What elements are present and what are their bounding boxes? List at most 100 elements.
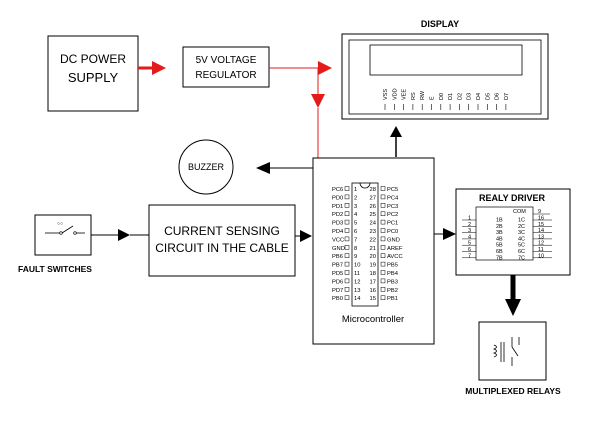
display-pin-label: RS <box>411 92 417 100</box>
dc-supply-line1: DC POWER <box>60 52 126 66</box>
mcu-left-pin-name: PC6 <box>332 187 343 193</box>
mcu-left-pin-num: 8 <box>354 246 357 252</box>
display-pin-label: RW <box>420 90 426 100</box>
mcu-right-pin-pad <box>380 228 386 233</box>
display-pin-label: D2 <box>457 93 463 100</box>
driver-left-num: 7 <box>468 253 471 259</box>
mcu-left-pin-pad <box>344 287 350 292</box>
uln-chip <box>475 206 534 261</box>
relays-block: MULTIPLEXED RELAYS <box>465 321 561 396</box>
driver-right-num: 11 <box>538 247 544 253</box>
mcu-right-pin-pad <box>380 261 386 267</box>
display-pin-label: VEE <box>402 89 408 100</box>
mcu-left-pin-num: 3 <box>354 204 357 210</box>
mcu-left-pin-num: 10 <box>354 263 360 269</box>
relay-driver-title: REALY DRIVER <box>479 193 546 203</box>
mcu-left-pin-pad <box>344 219 350 225</box>
mcu-right-pin-pad <box>380 211 386 216</box>
display-pin-label: D5 <box>485 93 491 100</box>
driver-right-num: 14 <box>538 228 544 234</box>
mcu-right-pin-pad <box>380 219 386 225</box>
driver-left-pin: 6B <box>496 249 503 255</box>
mcu-left-pin-name: PD3 <box>332 221 343 227</box>
mcu-left-pin-pad <box>344 203 350 208</box>
mcu-left-pin-num: 12 <box>354 279 360 285</box>
mcu-left-pin-pad <box>344 270 350 275</box>
driver-right-num: 13 <box>538 234 544 240</box>
display-pin-label: D6 <box>495 93 501 100</box>
mcu-right-pin-num: 15 <box>370 296 376 302</box>
fault-switches-label: FAULT SWITCHES <box>18 264 92 274</box>
mcu-right-pin-name: PC1 <box>387 221 398 227</box>
arrow-driver-to-relays <box>505 275 521 316</box>
mcu-right-pin-name: PB2 <box>387 288 398 294</box>
driver-left-pin: 2B <box>496 224 503 230</box>
display-pin-label: D1 <box>448 93 454 100</box>
driver-right-pin: 5C <box>518 243 525 249</box>
mcu-right-pin-name: AREF <box>387 246 403 252</box>
mcu-left-pin-num: 1 <box>354 187 357 193</box>
mcu-right-pin-name: PC4 <box>387 195 399 201</box>
mcu-left-pin-name: PB6 <box>332 254 343 260</box>
mcu-right-pin-name: PB1 <box>387 296 398 302</box>
mcu-right-pin-num: 25 <box>370 212 376 218</box>
arrow-switch-to-sensing <box>91 229 149 241</box>
driver-left-pin: 3B <box>496 230 503 236</box>
mcu-right-pin-name: PB3 <box>387 279 398 285</box>
mcu-right-pin-name: PB5 <box>387 263 398 269</box>
display-pin-label: VDD <box>392 88 398 100</box>
display-pin-label: D7 <box>504 93 510 100</box>
mcu-left-pin-num: 11 <box>354 271 360 277</box>
mcu-left-pin-num: 13 <box>354 288 360 294</box>
mcu-left-pin-name: PD0 <box>332 195 343 201</box>
mcu-left-pin-name: PD2 <box>332 212 343 218</box>
driver-left-num: 2 <box>468 222 471 228</box>
driver-left-num: 6 <box>468 247 471 253</box>
mcu-left-pin-pad <box>344 194 350 200</box>
mcu-right-pin-pad <box>380 194 386 200</box>
voltage-regulator-block: 5V VOLTAGE REGULATOR <box>182 46 270 88</box>
arrow-sensing-to-mcu <box>295 230 312 242</box>
mcu-left-pin-num: 14 <box>354 296 361 302</box>
mcu-left-pin-name: PD4 <box>332 229 344 235</box>
mcu-left-pin-num: 6 <box>354 229 357 235</box>
current-sensing-block: CURRENT SENSING CIRCUIT IN THE CABLE <box>148 204 296 277</box>
mcu-left-pin-pad <box>344 228 350 233</box>
arrow-supply-to-regulator <box>138 61 166 75</box>
mcu-right-pin-num: 16 <box>370 288 376 294</box>
display-title: DISPLAY <box>421 19 459 29</box>
mcu-left-pin-num: 9 <box>354 254 357 260</box>
driver-right-pin: 3C <box>518 230 525 236</box>
driver-right-pin: 2C <box>518 224 525 230</box>
mcu-left-pin-pad <box>344 253 350 258</box>
buzzer-label: BUZZER <box>188 162 225 172</box>
driver-left-pin: 5B <box>496 243 503 249</box>
mcu-left-pin-name: GND <box>332 246 345 252</box>
driver-right-num: 12 <box>538 241 544 247</box>
sensing-line2: CIRCUIT IN THE CABLE <box>155 241 289 255</box>
mcu-right-pin-pad <box>380 236 386 242</box>
driver-left-num: 1 <box>468 216 471 222</box>
mcu-left-pin-name: PD1 <box>332 204 343 210</box>
mcu-left-pin-pad <box>344 211 350 216</box>
mcu-left-pin-name: PB0 <box>332 296 343 302</box>
dc-power-supply-block: DC POWER SUPPLY <box>47 35 139 112</box>
mcu-left-pin-pad <box>344 295 350 300</box>
driver-com-num: 9 <box>538 209 541 215</box>
mcu-right-pin-num: 17 <box>370 279 376 285</box>
driver-right-pin: 1C <box>518 218 525 224</box>
mcu-left-pin-name: PB7 <box>332 263 343 269</box>
display-pin-label: D4 <box>476 93 482 100</box>
mcu-right-pin-num: 18 <box>370 271 376 277</box>
mcu-right-pin-pad <box>380 253 386 258</box>
driver-right-num: 10 <box>538 253 544 259</box>
regulator-line2: REGULATOR <box>195 70 256 81</box>
mcu-right-pin-num: 24 <box>370 221 377 227</box>
driver-left-pin: 1B <box>496 218 503 224</box>
